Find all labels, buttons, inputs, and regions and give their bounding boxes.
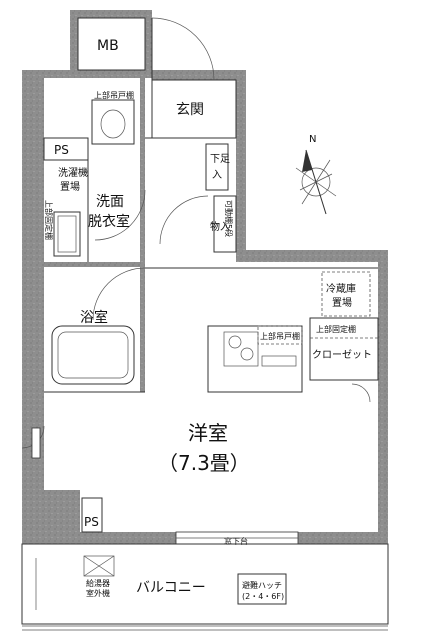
ps-top-label: PS — [54, 143, 69, 157]
hatch-label-2: (2・4・6F) — [242, 592, 284, 601]
ac-outdoor-label-1: 給湯器 — [86, 578, 110, 588]
closet-label: クローゼット — [312, 349, 372, 361]
washer-label-1: 洗濯機 — [58, 166, 88, 179]
ac-outdoor-label-2: 室外機 — [86, 588, 110, 598]
balcony — [21, 543, 389, 631]
room-lines — [43, 17, 379, 533]
closet-upper-label: 上部固定棚 — [316, 324, 356, 334]
balcony-label: バルコニー — [136, 580, 206, 596]
bath-label: 浴室 — [80, 309, 108, 326]
western-room-size: （7.3畳） — [158, 451, 250, 475]
doors — [21, 17, 371, 449]
ps-bottom-label: PS — [84, 515, 99, 529]
fridge-label-2: 置場 — [332, 296, 352, 309]
windows — [31, 427, 299, 545]
upper-shelf-wash-label: 上部吊戸棚 — [94, 90, 134, 100]
mb-label: MB — [97, 38, 119, 54]
labels: MB 玄関 PS 洗面 脱衣室 浴室 洋室 （7.3畳） PS バルコニー 上部… — [44, 38, 372, 601]
north-compass-icon — [295, 149, 337, 215]
hatch-label-1: 避難ハッチ — [242, 580, 282, 590]
western-room-name: 洋室 — [188, 421, 228, 445]
kitchen-upper-shelf-label: 上部吊戸棚 — [260, 331, 300, 341]
shoe-box-label-1: 下足 — [210, 153, 230, 165]
wash-room-label-1: 洗面 — [96, 194, 124, 210]
shoe-box-label-2: 入 — [212, 170, 222, 181]
washer-label-2: 置場 — [60, 180, 80, 193]
fridge-label-1: 冷蔵庫 — [326, 282, 356, 295]
entrance-label: 玄関 — [176, 101, 204, 118]
wash-room-label-2: 脱衣室 — [88, 213, 130, 230]
north-label: N — [309, 134, 316, 145]
storage-label-1: 物入 — [210, 220, 230, 233]
storage-label-2: 可動棚5段 — [224, 200, 234, 237]
window-label: 窓下台 — [224, 536, 248, 546]
upper-fixed-shelf-label: 上部固定棚 — [44, 200, 54, 240]
